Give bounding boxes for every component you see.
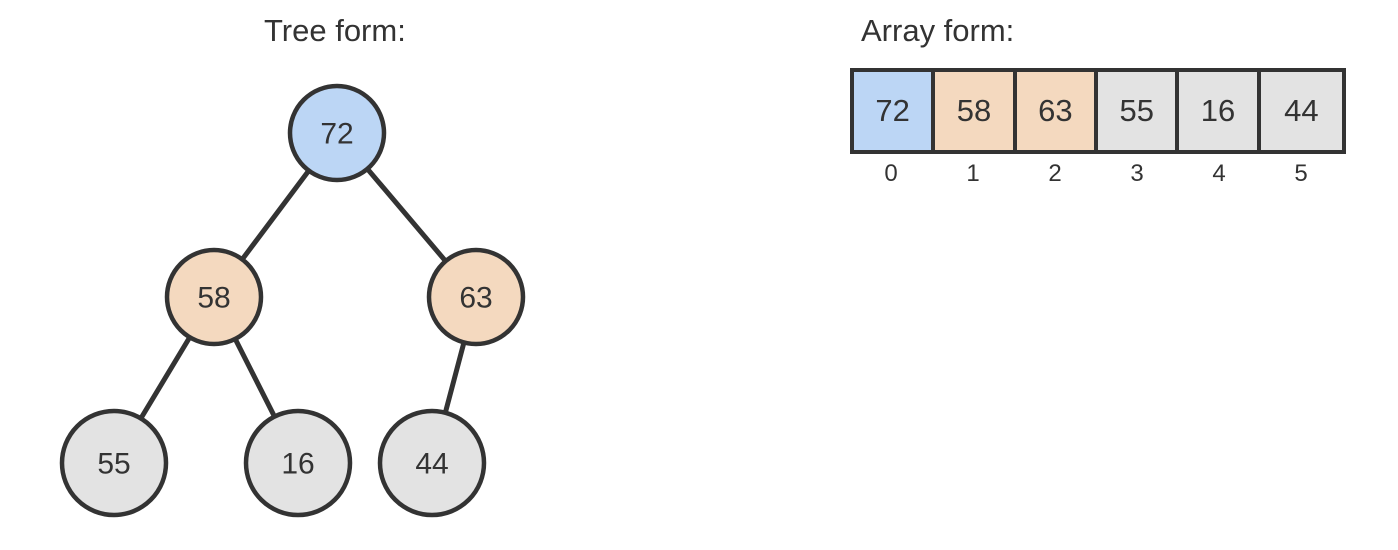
array-index-label-1: 1 — [966, 160, 980, 187]
array-cell-0[interactable]: 72 — [854, 72, 936, 150]
tree-node-label: 72 — [320, 118, 353, 151]
tree-panel-title: Tree form: — [264, 13, 406, 48]
binary-tree-graphic: 72 58 63 55 16 44 — [59, 83, 526, 518]
tree-node-circle — [243, 408, 353, 518]
tree-node-58[interactable]: 58 — [164, 247, 264, 347]
tree-node-label: 55 — [97, 448, 130, 481]
array-index-label-3: 3 — [1130, 160, 1144, 187]
tree-node-55[interactable]: 55 — [59, 408, 169, 518]
tree-node-label: 63 — [459, 282, 492, 315]
tree-node-label: 44 — [415, 448, 448, 481]
tree-node-circle — [164, 247, 264, 347]
array-cell-5[interactable]: 44 — [1260, 72, 1343, 150]
array-panel-title: Array form: — [861, 13, 1015, 48]
tree-node-label: 58 — [197, 282, 230, 315]
array-index-label-5: 5 — [1294, 160, 1308, 187]
array-cell-4[interactable]: 16 — [1179, 72, 1261, 150]
tree-node-16[interactable]: 16 — [243, 408, 353, 518]
array-index-row: 0 1 2 3 4 5 — [850, 160, 1346, 188]
tree-node-circle — [426, 247, 526, 347]
tree-node-circle — [59, 408, 169, 518]
tree-node-circle — [377, 408, 487, 518]
tree-node-label: 16 — [281, 448, 314, 481]
array-cell-2[interactable]: 63 — [1016, 72, 1099, 150]
array-index-label-4: 4 — [1212, 160, 1226, 187]
tree-node-63[interactable]: 63 — [426, 247, 526, 347]
tree-node-72[interactable]: 72 — [287, 83, 387, 183]
array-index-label-2: 2 — [1048, 160, 1062, 187]
array-cell-3[interactable]: 55 — [1098, 72, 1180, 150]
tree-node-circle — [287, 83, 387, 183]
tree-node-group: 72 58 63 55 16 44 — [59, 83, 526, 518]
tree-node-44[interactable]: 44 — [377, 408, 487, 518]
array-index-label-0: 0 — [884, 160, 898, 187]
array-cell-1[interactable]: 58 — [935, 72, 1017, 150]
